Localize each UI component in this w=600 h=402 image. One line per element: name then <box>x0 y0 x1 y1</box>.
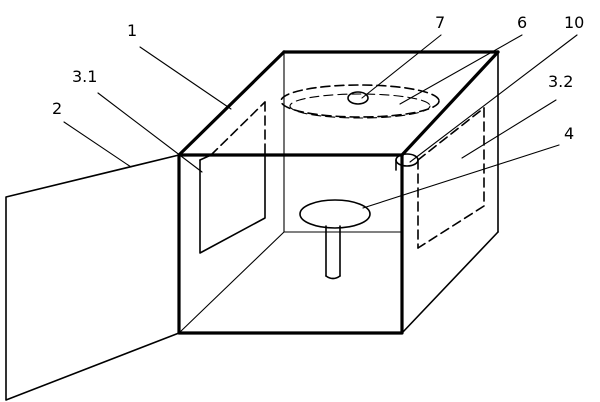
label-central-disc: 4 <box>564 124 574 143</box>
label-door: 2 <box>52 99 62 118</box>
label-top-ring: 6 <box>517 13 527 32</box>
front-face <box>177 153 404 335</box>
door-panel <box>5 154 180 401</box>
label-box: 1 <box>127 21 137 40</box>
reference-labels: 1 2 3.1 3.2 4 6 7 10 <box>52 13 584 143</box>
corner-post <box>395 153 419 171</box>
right-window <box>417 107 485 249</box>
central-disc <box>299 199 371 280</box>
hidden-back-edges <box>178 51 403 334</box>
top-ring <box>280 84 440 119</box>
right-face-bottom-edge <box>401 231 499 334</box>
top-face <box>177 50 500 157</box>
label-left-window: 3.1 <box>72 67 97 86</box>
top-knob <box>347 91 369 105</box>
left-window <box>199 101 266 254</box>
label-top-knob: 7 <box>435 13 445 32</box>
label-right-window: 3.2 <box>548 72 573 91</box>
leader-lines <box>63 34 578 209</box>
label-corner-post: 10 <box>564 13 584 32</box>
